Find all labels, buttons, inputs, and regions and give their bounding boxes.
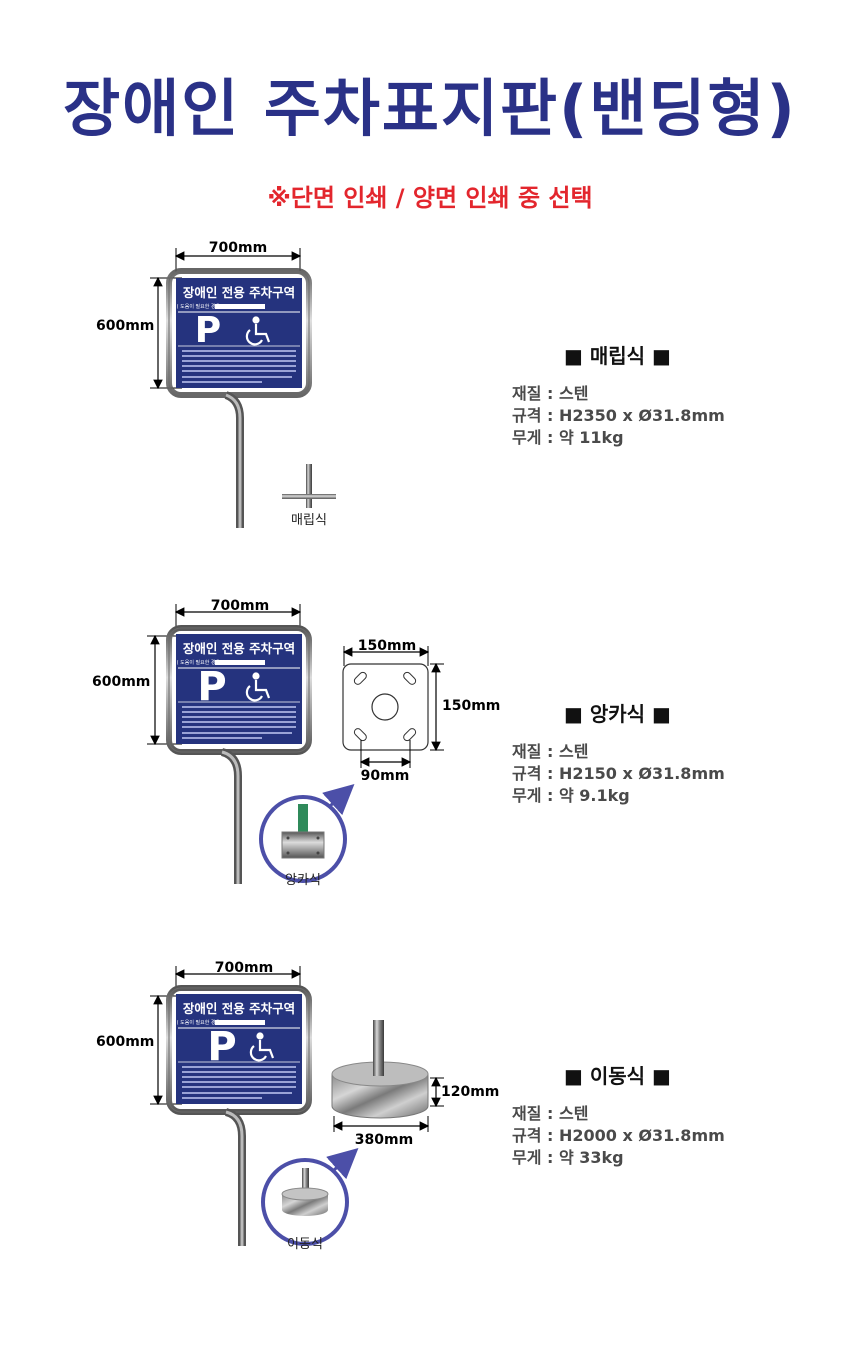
print-option-note: ※단면 인쇄 / 양면 인쇄 중 선택 (267, 184, 593, 212)
spec-material: 재질 : 스텐 (512, 1104, 589, 1123)
sign-title: 장애인 전용 주차구역 (183, 641, 295, 656)
product-anchor: 700mm 600mm 장애인 전용 주차구역 ( 도움이 필요한 경우 : P (0, 594, 860, 894)
base-type-label: 이동식 (287, 1237, 323, 1252)
movable-base-detail: 이동식 (261, 1147, 359, 1252)
spec-block: ■ 매립식 ■ 재질 : 스텐 규격 : H2350 x Ø31.8mm 무게 … (512, 340, 725, 449)
height-dimension-label: 600mm (96, 318, 154, 334)
product-movable: 700mm 600mm 장애인 전용 주차구역 ( 도움이 필요한 경우 : P (0, 956, 860, 1266)
spec-weight: 무게 : 약 33kg (512, 1148, 624, 1167)
spec-size: 규격 : H2150 x Ø31.8mm (512, 764, 725, 783)
product-embedded: 700mm 600mm 장애인 전용 주차구역 ( 도움이 필요한 경우 : P (0, 238, 860, 538)
width-dimension-label: 700mm (215, 960, 273, 976)
width-dimension-label: 700mm (209, 240, 267, 256)
plate-height-label: 150mm (442, 698, 500, 714)
sign-contact-label: ( 도움이 필요한 경우 : (177, 1019, 224, 1026)
base-height-label: 120mm (441, 1084, 499, 1100)
spec-material: 재질 : 스텐 (512, 384, 589, 403)
embedded-anchor-icon (282, 464, 336, 508)
wheelchair-icon (245, 672, 271, 702)
spec-block: ■ 이동식 ■ 재질 : 스텐 규격 : H2000 x Ø31.8mm 무게 … (512, 1060, 725, 1169)
height-dimension-label: 600mm (92, 674, 150, 690)
base-type-label: 매립식 (291, 513, 327, 528)
spec-size: 규격 : H2000 x Ø31.8mm (512, 1126, 725, 1145)
page-title: 장애인 주차표지판(밴딩형) (63, 72, 797, 145)
spec-heading: ■ 앙카식 ■ (564, 702, 671, 726)
spec-heading: ■ 매립식 ■ (564, 344, 671, 368)
parking-letter: P (207, 1024, 236, 1070)
wheelchair-icon (245, 316, 271, 346)
plate-width-label: 150mm (358, 638, 416, 654)
sign-contact-label: ( 도움이 필요한 경우 : (177, 659, 224, 666)
parking-letter: P (195, 310, 221, 351)
base-type-label: 앙카식 (285, 873, 321, 888)
spec-block: ■ 앙카식 ■ 재질 : 스텐 규격 : H2150 x Ø31.8mm 무게 … (512, 698, 725, 807)
sign-title: 장애인 전용 주차구역 (183, 285, 295, 300)
hole-gap-label: 90mm (361, 768, 410, 784)
weight-base-diagram: 120mm 380mm (331, 1020, 499, 1148)
parking-letter: P (197, 664, 226, 710)
height-dimension-label: 600mm (96, 1034, 154, 1050)
spec-weight: 무게 : 약 11kg (512, 428, 624, 447)
base-width-label: 380mm (355, 1132, 413, 1148)
sign-title: 장애인 전용 주차구역 (183, 1001, 295, 1016)
sign-contact-label: ( 도움이 필요한 경우 : (177, 303, 224, 310)
anchor-diagram: 700mm 600mm 장애인 전용 주차구역 ( 도움이 필요한 경우 : P (92, 598, 500, 888)
embedded-diagram: 700mm 600mm 장애인 전용 주차구역 ( 도움이 필요한 경우 : P (96, 240, 336, 528)
anchor-plate-diagram: 150mm 150mm 90mm (342, 638, 500, 784)
spec-heading: ■ 이동식 ■ (564, 1064, 671, 1088)
spec-material: 재질 : 스텐 (512, 742, 589, 761)
anchor-base-detail: 앙카식 (259, 783, 355, 888)
spec-weight: 무게 : 약 9.1kg (512, 786, 630, 805)
spec-size: 규격 : H2350 x Ø31.8mm (512, 406, 725, 425)
wheelchair-icon (249, 1032, 275, 1062)
width-dimension-label: 700mm (211, 598, 269, 614)
movable-diagram: 700mm 600mm 장애인 전용 주차구역 ( 도움이 필요한 경우 : P (96, 960, 499, 1252)
